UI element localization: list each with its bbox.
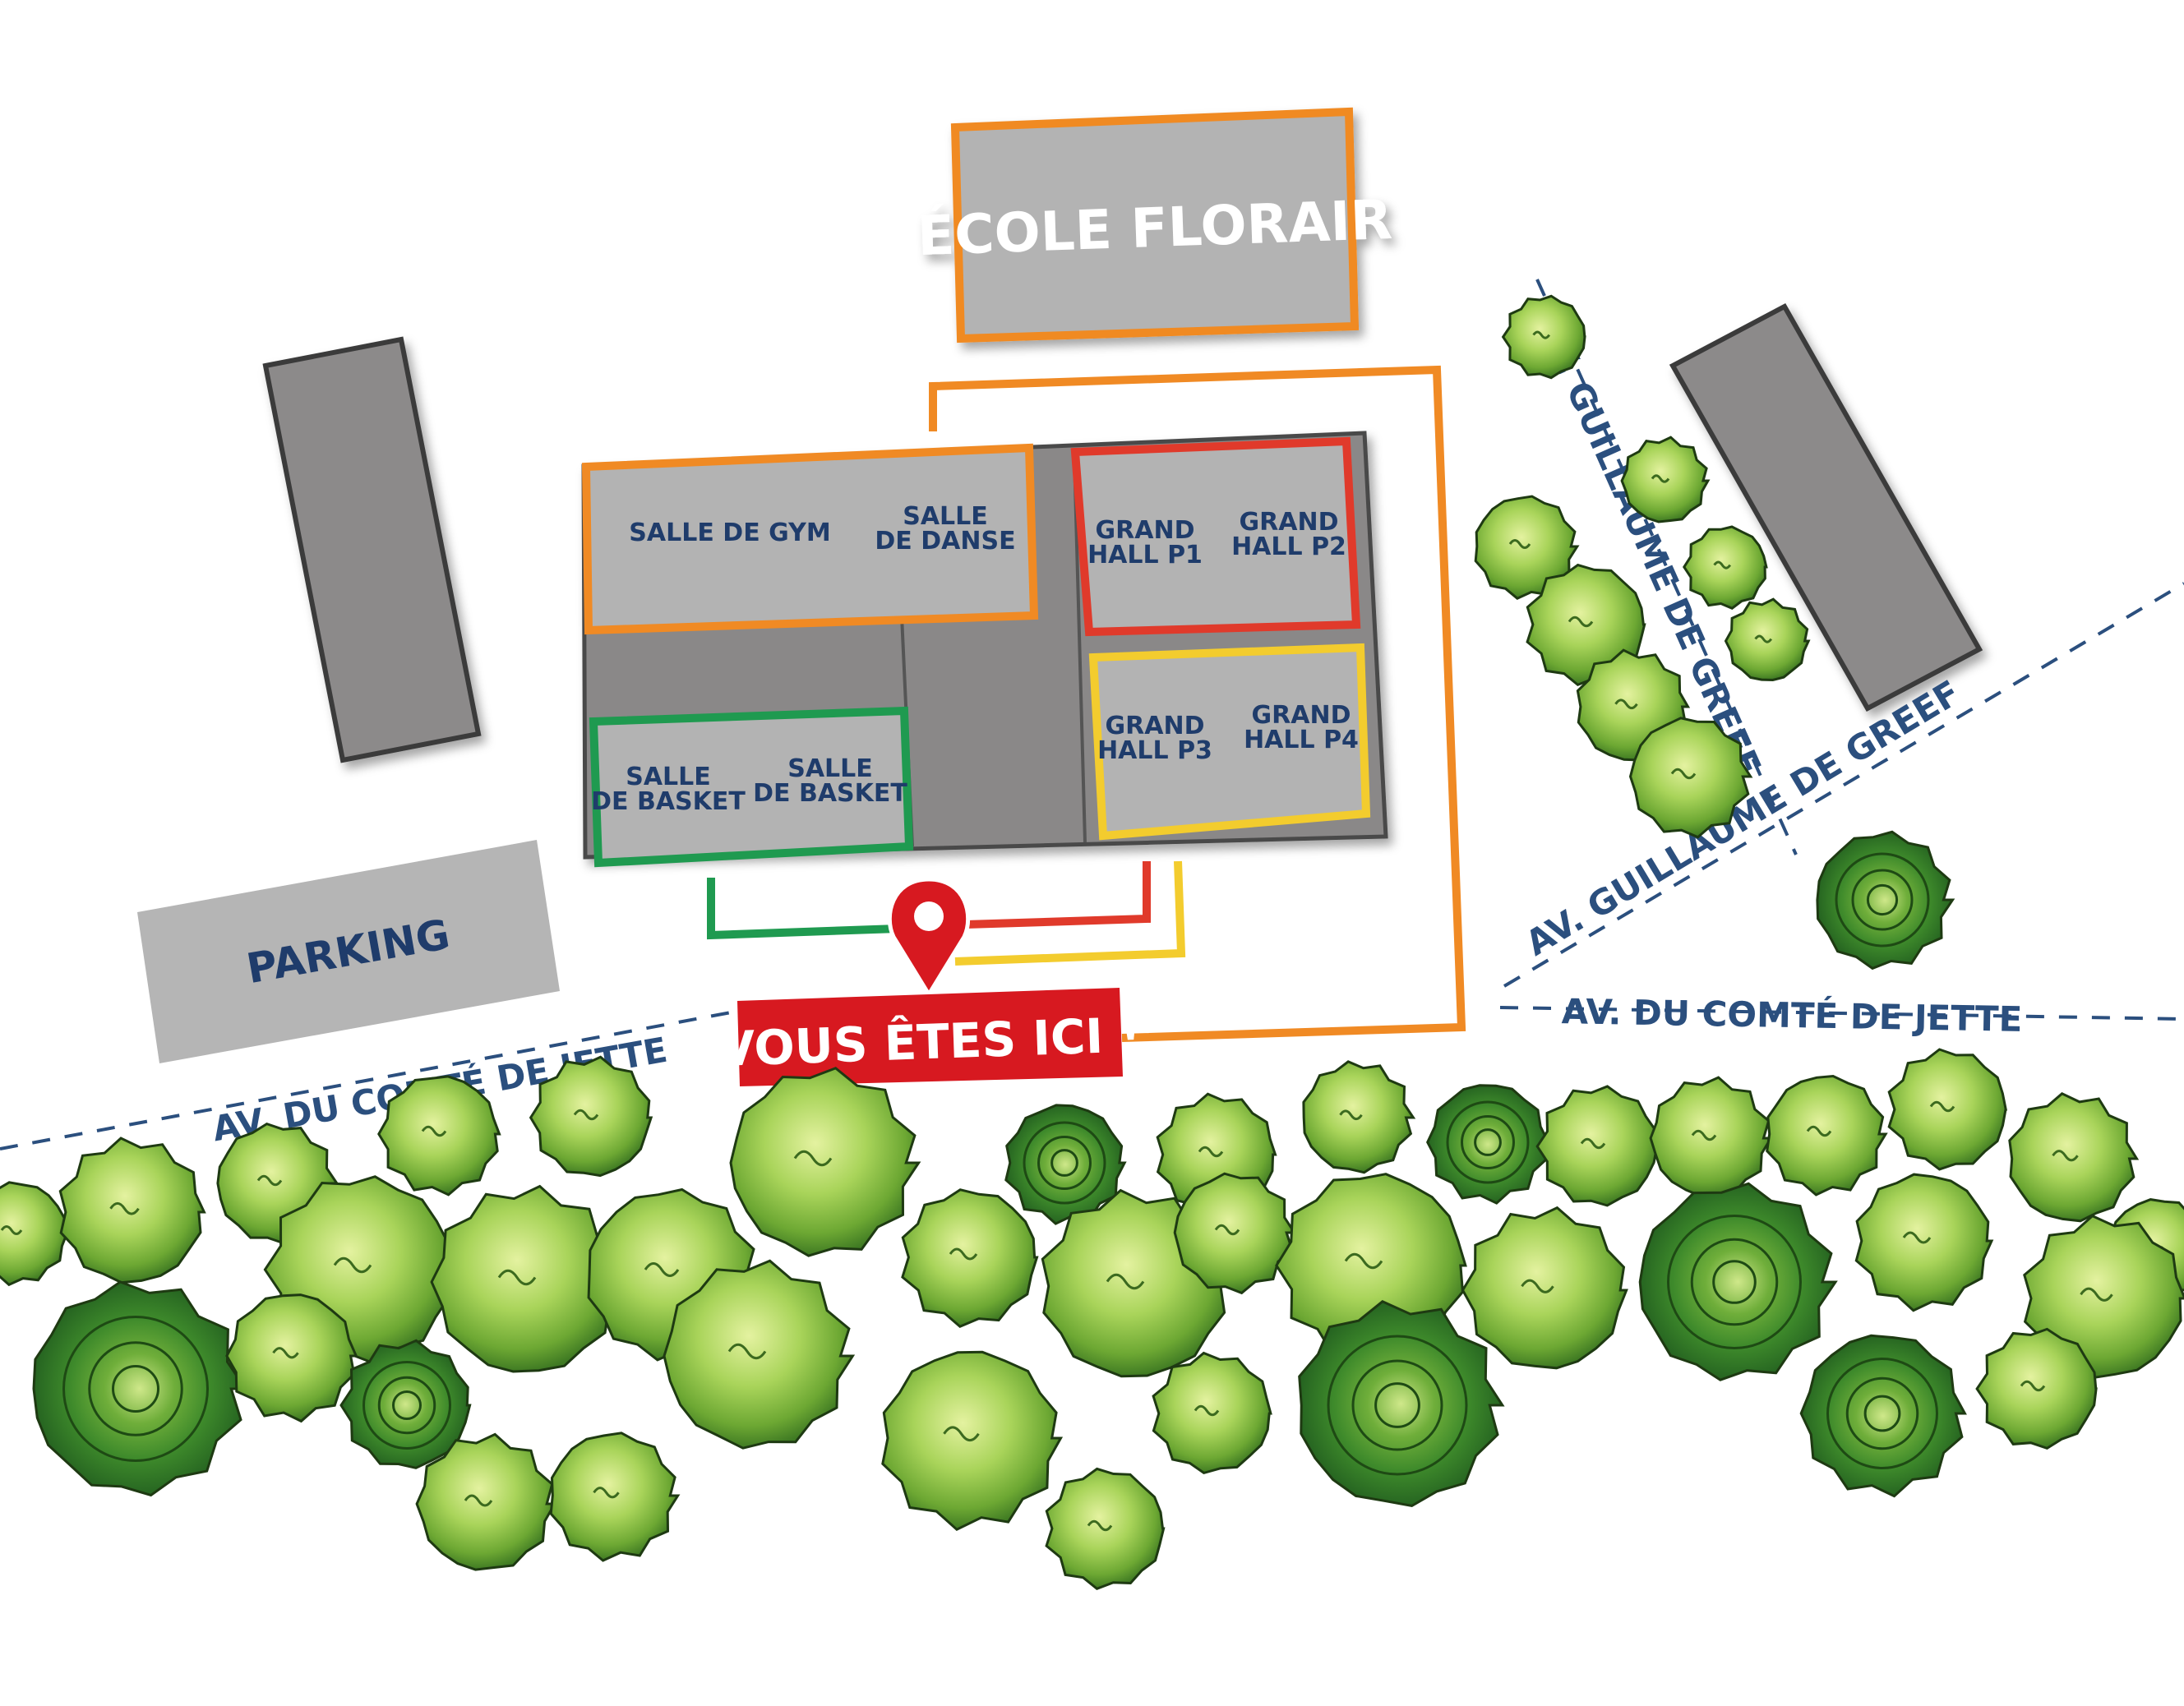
gym-dance-block[interactable]: SALLE DE GYM SALLE DE DANSE (581, 443, 1039, 635)
basket2-label-2: DE BASKET (753, 779, 907, 808)
dance-label-1: SALLE (903, 502, 988, 531)
tree-icon (1649, 1076, 1774, 1198)
tree-icon (1152, 1351, 1272, 1475)
tree-icon (1045, 1467, 1166, 1591)
tree-icon (1173, 1172, 1297, 1295)
grand-hall-p3-p4[interactable]: GRAND HALL P3 GRAND HALL P4 (1088, 643, 1371, 841)
tree-icon (415, 1432, 557, 1571)
tree-icon (901, 1188, 1039, 1328)
parking[interactable]: PARKING (137, 840, 560, 1063)
ecole-florair[interactable]: ÉCOLE FLORAIR (917, 107, 1393, 344)
tree-icon (1975, 1327, 2098, 1450)
tree-icon (1302, 1060, 1416, 1174)
you-are-here[interactable]: VOUS ÊTES ICI ! (717, 877, 1143, 1086)
tree-icon (430, 1184, 624, 1373)
basket1-label-2: DE BASKET (591, 787, 746, 816)
tree-icon (1724, 597, 1811, 682)
hall-p1-label-1: GRAND (1096, 516, 1195, 545)
tree-icon (663, 1259, 856, 1450)
street-comte-right: AV. DU COMTÉ DE JETTE (1561, 990, 2022, 1040)
tree-icon (58, 1137, 206, 1284)
side-buildings (262, 302, 1983, 763)
tree-icon (377, 1075, 501, 1197)
marker-banner (737, 988, 1123, 1086)
tree-icon (2023, 1214, 2184, 1380)
yellow-route (954, 860, 1186, 966)
tree-icon (339, 1339, 472, 1469)
tree-icon (1620, 436, 1711, 523)
road-greef-vertical (1535, 279, 1798, 855)
basket2-label-1: SALLE (787, 754, 873, 783)
tree-icon (1298, 1300, 1505, 1507)
tree-icon (1816, 830, 1955, 971)
tree-icon (32, 1280, 248, 1497)
road-comte-right (1499, 1006, 2184, 1021)
right-building (1669, 302, 1983, 712)
tree-icon (1461, 1206, 1628, 1370)
tree-icon (0, 1181, 69, 1287)
tree-icon (1638, 1182, 1838, 1381)
hall-p2-label-1: GRAND (1240, 508, 1339, 537)
tree-icon (1004, 1104, 1127, 1225)
hall-p2-label-2: HALL P2 (1231, 533, 1346, 561)
hall-p4-label-1: GRAND (1252, 701, 1351, 730)
hall-p3-label-2: HALL P3 (1097, 736, 1212, 765)
tree-icon (881, 1350, 1064, 1531)
tree-icon (1799, 1334, 1967, 1498)
tree-icon (1683, 525, 1768, 611)
road-greef-diagonal (1503, 582, 2184, 988)
tree-icon (1628, 717, 1753, 839)
gym-label: SALLE DE GYM (629, 519, 830, 547)
hall-p1-label-2: HALL P1 (1087, 541, 1203, 569)
tree-icon (1887, 1048, 2008, 1171)
complex-divider-2 (1073, 455, 1087, 843)
tree-icon (1535, 1085, 1659, 1207)
grand-hall-p1-p2[interactable]: GRAND HALL P1 GRAND HALL P2 (1070, 436, 1361, 637)
tree-icon (1501, 294, 1586, 380)
road-comte-left (0, 1009, 741, 1150)
hall-p4-label-2: HALL P4 (1244, 726, 1359, 754)
tree-icon (1426, 1084, 1551, 1205)
tree-icon (529, 1055, 653, 1178)
tree-icon (225, 1293, 358, 1423)
tree-icon (1854, 1173, 1994, 1312)
dance-label-2: DE DANSE (875, 527, 1015, 556)
green-route (707, 878, 898, 940)
roads (0, 279, 2184, 1150)
map-pin-icon (887, 877, 971, 998)
basket1-label-1: SALLE (626, 763, 711, 791)
red-route (965, 861, 1151, 929)
basket-block[interactable]: SALLE DE BASKET SALLE DE BASKET (589, 706, 914, 868)
tree-icon (2008, 1092, 2140, 1223)
hall-p3-label-1: GRAND (1106, 712, 1205, 740)
tree-icon (1766, 1074, 1888, 1197)
left-building (262, 336, 482, 763)
tree-icon (729, 1067, 921, 1257)
orange-route (929, 365, 1466, 1042)
trees (0, 294, 2184, 1591)
tree-icon (549, 1432, 681, 1562)
